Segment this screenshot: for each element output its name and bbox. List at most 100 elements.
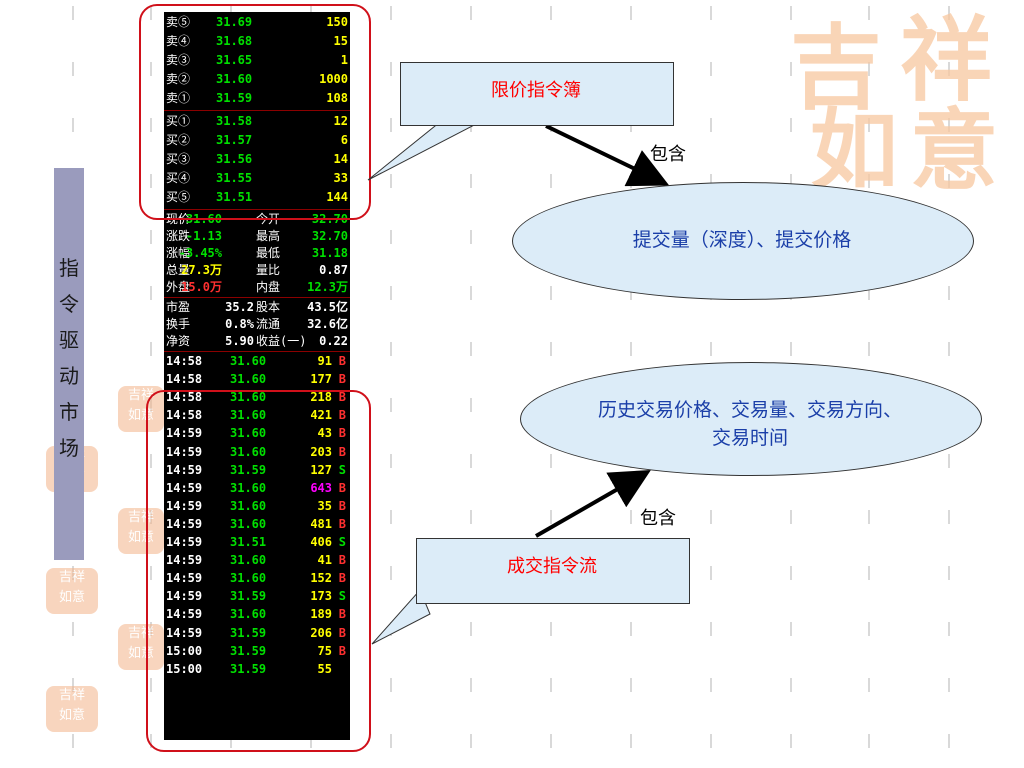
grid-dash xyxy=(390,454,392,468)
grid-dash xyxy=(710,734,712,748)
grid-dash xyxy=(630,342,632,356)
order-volume: 15 xyxy=(333,34,348,48)
order-volume: 1 xyxy=(340,53,348,67)
trade-price: 31.60 xyxy=(230,553,267,568)
grid-dash xyxy=(790,6,792,20)
trade-direction: B xyxy=(338,625,346,640)
grid-dash xyxy=(150,118,152,132)
order-level-label: 买① xyxy=(166,114,191,128)
fundamental-value: 0.22 xyxy=(319,334,348,348)
limit-book-detail-text: 提交量（深度）、提交价格 xyxy=(632,229,852,251)
grid-dash xyxy=(470,6,472,20)
grid-dash xyxy=(948,454,950,468)
stamp-watermark: 吉祥如意 xyxy=(118,624,164,670)
trade-direction: S xyxy=(338,589,346,604)
trade-flow-arrow xyxy=(535,470,651,538)
grid-dash xyxy=(868,118,870,132)
trade-price: 31.60 xyxy=(230,354,267,368)
grid-dash xyxy=(150,342,152,356)
grid-dash xyxy=(948,174,950,188)
grid-dash xyxy=(150,174,152,188)
grid-dash xyxy=(550,174,552,188)
trade-flow-detail-line: 历史交易价格、交易量、交易方向、 xyxy=(597,399,902,421)
grid-dash xyxy=(310,734,312,748)
grid-dash xyxy=(390,734,392,748)
trade-direction: S xyxy=(338,535,346,549)
panel-separator xyxy=(164,209,350,210)
trade-volume: 406 xyxy=(310,535,332,549)
trade-time: 14:59 xyxy=(166,462,203,477)
grid-dash xyxy=(790,342,792,356)
order-volume: 14 xyxy=(333,152,348,166)
trade-flow-detail-ellipse xyxy=(520,362,982,476)
trade-flow-frame xyxy=(146,390,371,752)
sidebar-title-char: 动 xyxy=(59,364,79,388)
trade-flow-contains-label: 包含 xyxy=(640,508,676,529)
watermark-char: 如 xyxy=(810,98,899,202)
grid-dash xyxy=(630,678,632,692)
quote-label: 量比 xyxy=(256,263,281,277)
grid-dash xyxy=(72,678,74,692)
quote-label: 涨幅 xyxy=(166,246,191,260)
grid-dash xyxy=(550,622,552,636)
grid-dash xyxy=(72,62,74,76)
trade-volume: 203 xyxy=(310,444,332,459)
trade-direction: B xyxy=(338,390,346,405)
grid-dash xyxy=(470,286,472,300)
trade-time: 14:59 xyxy=(166,625,203,640)
sidebar-title-char: 指 xyxy=(59,256,79,280)
trade-volume: 91 xyxy=(317,354,332,368)
quote-value: 15.0万 xyxy=(181,280,222,294)
order-price: 31.59 xyxy=(216,91,253,105)
fundamental-label: 净资 xyxy=(166,334,191,348)
sidebar-title-char: 市 xyxy=(59,400,79,424)
order-price: 31.69 xyxy=(216,15,253,29)
trade-price: 31.60 xyxy=(230,444,267,459)
trade-price: 31.59 xyxy=(230,661,267,676)
order-price: 31.55 xyxy=(216,171,253,185)
grid-dash xyxy=(868,510,870,524)
grid-dash xyxy=(790,622,792,636)
grid-dash xyxy=(630,510,632,524)
fundamental-value: 35.2 xyxy=(225,300,254,314)
grid-dash xyxy=(868,678,870,692)
grid-dash xyxy=(630,286,632,300)
trade-flow-callout xyxy=(416,538,690,604)
fundamental-value: 5.90 xyxy=(225,334,254,348)
order-volume: 144 xyxy=(326,190,348,204)
grid-dash xyxy=(710,342,712,356)
trade-volume: 189 xyxy=(310,607,332,622)
grid-dash xyxy=(72,734,74,748)
grid-dash xyxy=(390,398,392,412)
trade-time: 14:58 xyxy=(166,372,203,387)
grid-dash xyxy=(150,62,152,76)
stamp-watermark: 吉祥如意 xyxy=(46,568,98,614)
trade-direction: B xyxy=(338,408,346,423)
grid-dash xyxy=(390,174,392,188)
grid-dash xyxy=(868,734,870,748)
grid-dash xyxy=(470,398,472,412)
trade-flow-detail-line: 交易时间 xyxy=(711,427,788,449)
grid-dash xyxy=(790,566,792,580)
quote-value: 12.3万 xyxy=(307,280,348,294)
fundamental-label: 市盈 xyxy=(166,300,191,314)
grid-dash xyxy=(72,622,74,636)
grid-dash xyxy=(790,62,792,76)
panel-separator xyxy=(164,110,350,111)
grid-dash xyxy=(390,62,392,76)
trade-direction: B xyxy=(338,480,346,495)
grid-dash xyxy=(868,566,870,580)
watermark-char: 意 xyxy=(910,98,999,202)
trade-flow-detail-text: 历史交易价格、交易量、交易方向、 交易时间 xyxy=(520,396,980,452)
